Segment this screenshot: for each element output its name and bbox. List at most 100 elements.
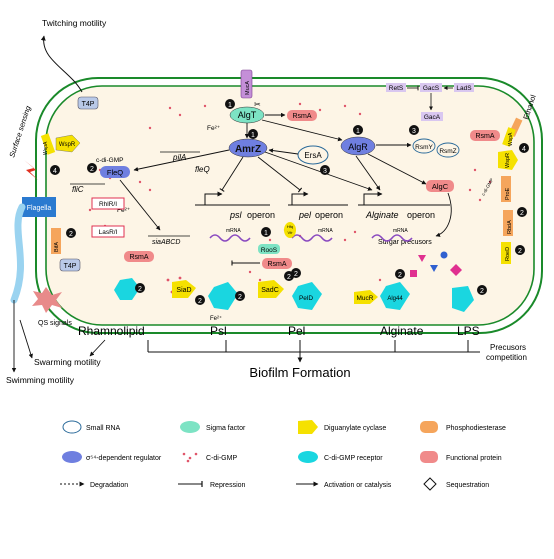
legend-sequestration: Sequestration: [446, 482, 489, 489]
product-pel: Pel: [288, 324, 305, 338]
t4p-bottom-label: T4P: [64, 263, 77, 270]
siaabcd-gene: siaABCD: [152, 239, 180, 246]
flagella-label: Flagella: [27, 205, 52, 212]
proe-label: ProE: [505, 187, 511, 200]
svg-text:mRNA: mRNA: [318, 228, 333, 234]
lasr-label: LasR/I: [99, 229, 118, 236]
algt-algr-arrow: [261, 119, 343, 142]
wspr-right-label: WspR: [505, 153, 511, 168]
badge-psl-receptor-num: 2: [238, 294, 242, 301]
roos-label: RooS: [261, 247, 278, 254]
amrz-regulator: [228, 138, 268, 158]
rhamnolipid-pilz: [114, 278, 140, 300]
legend-pde-icon: [420, 421, 438, 433]
badge-algt: [225, 99, 235, 109]
badge-sadc: [284, 271, 294, 281]
peld-label: PelD: [299, 295, 313, 302]
biofilm-bracket: [147, 340, 480, 363]
fleq-siaabcd-arrow: [119, 179, 161, 231]
badge-algt-num: 1: [228, 102, 232, 109]
pel-operon-label: pel: [298, 210, 312, 220]
fleq-box: [100, 166, 130, 178]
algc-box: [426, 180, 454, 192]
rbda-box: [503, 210, 513, 236]
t4p-bottom: [59, 258, 81, 272]
psl-receptor: [208, 282, 238, 310]
algc-label: AlgC: [432, 182, 449, 191]
legend-pde: Phosphodiesterase: [446, 425, 506, 432]
fe-label-1: Fe²⁺: [207, 125, 221, 132]
badge-wspr-right: [519, 143, 529, 153]
sugar-precursors-label: Surgar precusors: [378, 239, 432, 246]
badge-psl-receptor: [235, 291, 245, 301]
hfq-label: Hfq: [287, 224, 293, 229]
pila-gene: pilA: [172, 153, 186, 162]
roos-box: [258, 244, 280, 254]
badge-roos-num: 1: [264, 230, 268, 237]
ersa-label: ErsA: [304, 151, 322, 160]
muca-membrane-protein: [240, 69, 253, 99]
flic-gene: fliC: [72, 185, 84, 194]
rsmz-srna: [436, 142, 460, 158]
legend-cdg-icon: [182, 452, 198, 463]
t4p-top-label: T4P: [82, 101, 95, 108]
legend-receptor: C-di-GMP receptor: [324, 455, 383, 462]
amrz-label: AmrZ: [235, 144, 261, 155]
product-psl: Psl: [210, 324, 227, 338]
fleq-gene: fleQ: [195, 165, 210, 174]
psl-operon: psl operon: [195, 191, 275, 220]
rsma-top: [287, 110, 317, 121]
badge-lps: [477, 285, 487, 295]
flagella-tail: [10, 203, 26, 304]
bifa-label: BifA: [54, 242, 60, 252]
cdg-left-label: c-di-GMP: [96, 157, 123, 164]
legend-receptor-icon: [298, 451, 318, 463]
rsma-right: [470, 130, 500, 141]
mrna-pel: mRNA: [291, 228, 333, 242]
scissors-icon: ✂: [254, 100, 261, 109]
algc-sugar-arrow: [435, 192, 452, 237]
twitching-motility-label: Twitching motility: [42, 18, 107, 28]
badge-fleq-num: 2: [90, 166, 94, 173]
fleq-label: FleQ: [107, 168, 123, 177]
rets-box: [386, 83, 406, 92]
gacs-box: [420, 83, 442, 92]
amrz-pel-repression: [257, 156, 303, 193]
legend: Small RNA Sigma factor Diguanylate cycla…: [60, 420, 506, 491]
badge-pilz: [135, 283, 145, 293]
badge-sadc-num: 2: [287, 274, 291, 281]
badge-rbda-num: 2: [520, 210, 524, 217]
amrz-alginate-arrow: [264, 151, 373, 191]
precursors-label: Precusors: [490, 343, 526, 352]
legend-regulator: σ⁵⁴-dependent regulator: [86, 455, 162, 462]
legend-small-rna-icon: [62, 420, 82, 434]
badge-siad: [195, 295, 205, 305]
lightning-icon: [24, 160, 38, 180]
rsma-middle-label: RsmA: [267, 261, 286, 268]
badge-rbda: [517, 207, 527, 217]
t4p-top: [77, 96, 99, 110]
fe-label-3: Fe²⁺: [210, 315, 222, 322]
lps-receptor: [452, 286, 474, 312]
badge-algr-num: 1: [356, 128, 360, 135]
rsmz-label: RsmZ: [439, 148, 456, 155]
sadc-label: SadC: [261, 287, 279, 294]
badge-roos: [261, 227, 271, 237]
gacs-label: GacS: [423, 85, 440, 92]
ersa-amrz-arrow: [268, 148, 299, 155]
legend-small-rna: Small RNA: [86, 425, 121, 432]
mrna-psl: mRNA: [209, 228, 251, 242]
rhlr-box: [91, 197, 125, 210]
algr-algc-arrow: [367, 153, 427, 185]
wspa-right-label: WspA: [508, 132, 514, 146]
badge-gaca-num: 3: [412, 128, 416, 135]
alginate-operon-word: operon: [407, 210, 435, 220]
wspr-left-label: WspR: [59, 142, 76, 148]
badge-alg44: [395, 269, 405, 279]
rsma-middle: [262, 258, 292, 269]
amrz-psl-repression: [219, 156, 244, 192]
surface-sensing-label: Surface sensing: [7, 104, 32, 159]
rsma-top-label: RsmA: [292, 113, 311, 120]
sugar-shapes: [410, 251, 462, 277]
